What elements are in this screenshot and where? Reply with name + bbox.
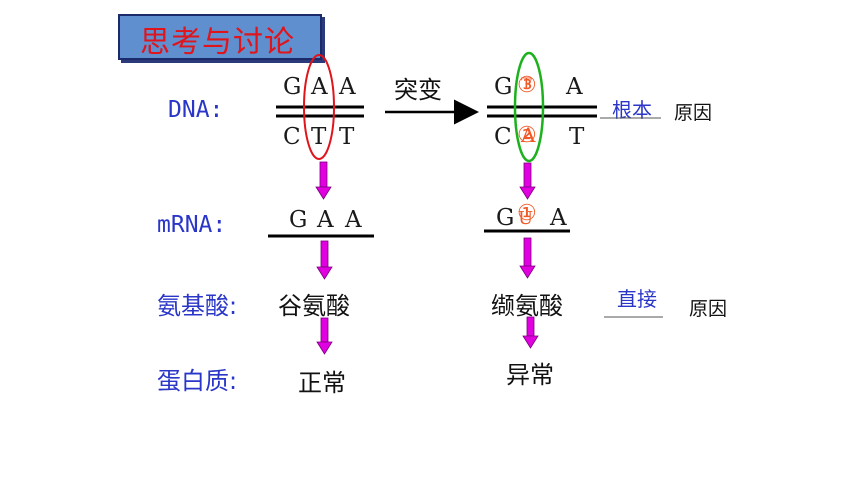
protein-label: 蛋白质: bbox=[157, 367, 238, 395]
mut-dna-bottom-1: C bbox=[494, 124, 512, 150]
mut-dna-top-1: G bbox=[494, 74, 513, 100]
orig-dna-strands bbox=[276, 105, 364, 118]
mutation-label: 突变 bbox=[394, 76, 442, 104]
mut-dna-bottom-3: T bbox=[569, 124, 585, 150]
orig-dna-top-1: G bbox=[283, 74, 302, 100]
amino-acid-label: 氨基酸: bbox=[157, 292, 238, 320]
orig-mrna-3: A bbox=[345, 207, 362, 233]
mut-dna-top-3: A bbox=[566, 74, 583, 100]
orig-mrna-2: A bbox=[317, 207, 334, 233]
orig-dna-top-2: A bbox=[311, 74, 328, 100]
arrow-orig-mrna-to-amino bbox=[316, 240, 333, 280]
mut-protein: 异常 bbox=[506, 361, 554, 389]
mut-highlight-ellipse bbox=[513, 51, 545, 163]
orig-highlight-ellipse bbox=[303, 54, 335, 160]
direct-answer: 直接 bbox=[617, 287, 657, 311]
orig-dna-bottom-3: T bbox=[339, 124, 355, 150]
arrow-mut-amino-to-protein bbox=[522, 316, 539, 349]
orig-dna-top-3: A bbox=[339, 74, 356, 100]
arrow-mut-dna-to-mrna bbox=[519, 162, 536, 200]
mut-mrna-2-number: ① bbox=[517, 201, 537, 226]
mut-dna-bottom-2-hidden: A bbox=[521, 123, 536, 147]
mrna-label: mRNA: bbox=[157, 212, 227, 238]
orig-mrna-1: G bbox=[289, 207, 308, 233]
mut-mrna-2-hidden: U bbox=[518, 208, 534, 229]
mut-amino-acid: 缬氨酸 bbox=[491, 292, 563, 320]
arrow-orig-amino-to-protein bbox=[316, 317, 333, 355]
orig-dna-bottom-1: C bbox=[283, 124, 301, 150]
mut-dna-top-2-hidden: T bbox=[521, 74, 532, 93]
direct-suffix: 原因 bbox=[689, 298, 728, 320]
orig-dna-bottom-2: T bbox=[311, 124, 327, 150]
mut-mrna-3: A bbox=[550, 205, 567, 231]
page-title: 思考与讨论 bbox=[140, 25, 295, 60]
arrow-orig-dna-to-mrna bbox=[315, 161, 332, 200]
dna-label: DNA: bbox=[168, 97, 224, 123]
arrow-mut-mrna-to-amino bbox=[519, 237, 536, 279]
orig-amino-acid: 谷氨酸 bbox=[278, 292, 350, 320]
root-suffix: 原因 bbox=[674, 102, 713, 124]
mut-mrna-1: G bbox=[496, 205, 515, 231]
mut-dna-top-2-number: ③ bbox=[517, 73, 537, 98]
title-box bbox=[118, 14, 322, 60]
mut-dna-bottom-2-number: ② bbox=[517, 123, 537, 148]
orig-protein: 正常 bbox=[298, 369, 346, 397]
